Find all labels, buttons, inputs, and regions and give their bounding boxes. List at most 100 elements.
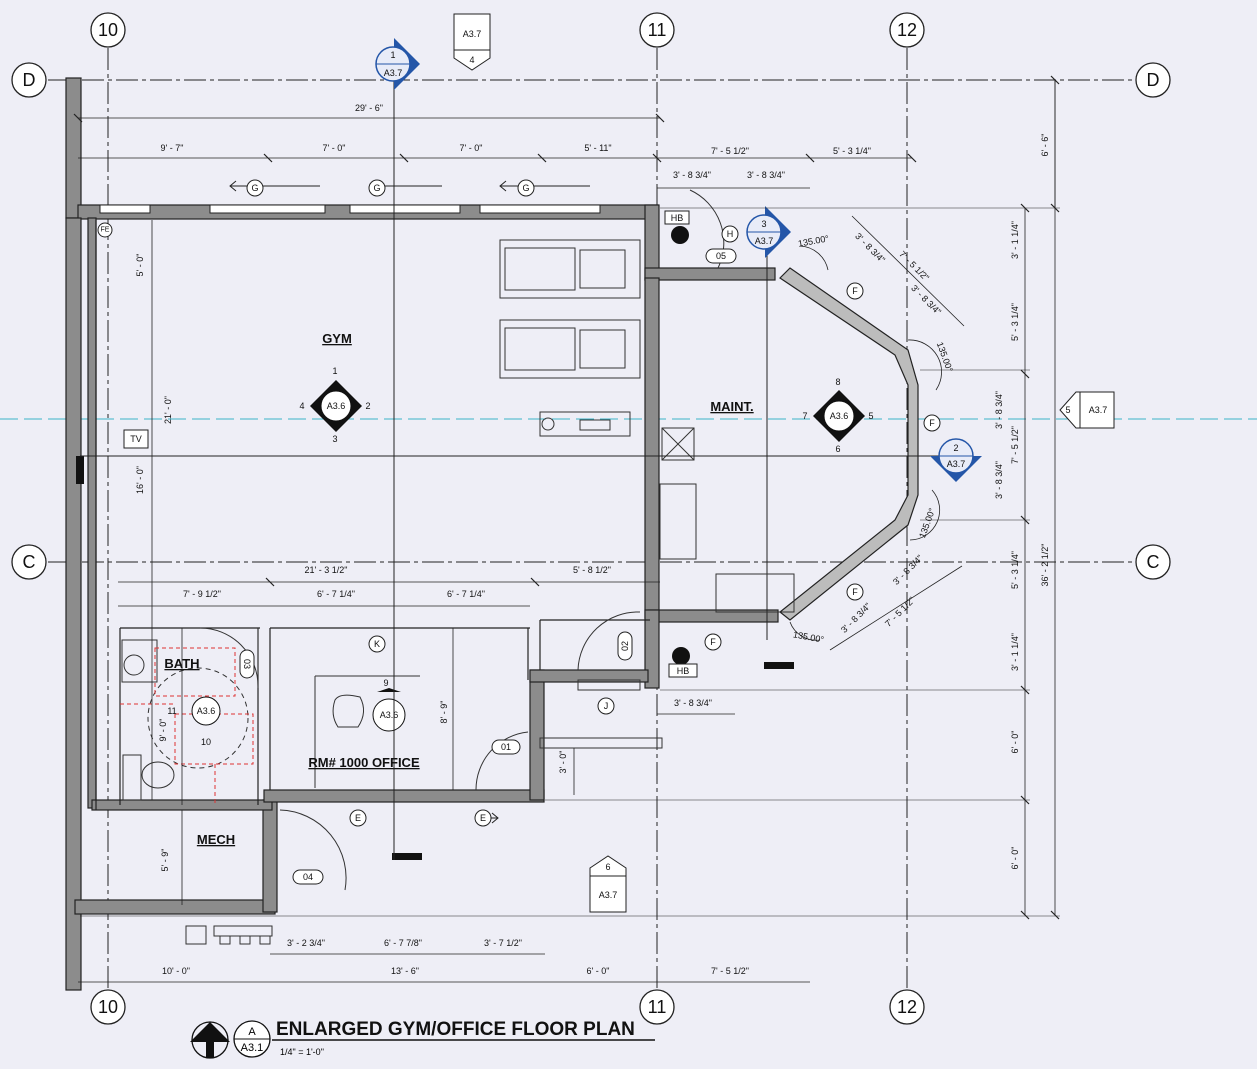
dim-bot-5: 13' - 6" (391, 966, 419, 976)
grid-bubble-top-11 (639, 12, 675, 48)
elevation-marker-4[interactable]: A3.7 4 (453, 13, 491, 71)
hose-bib-top: HB (664, 210, 690, 244)
section-marker-3[interactable]: 3 A3.7 (746, 206, 791, 640)
dim-office-height: 8' - 9" (439, 701, 449, 724)
dim-right-1: 6' - 6" (1040, 134, 1050, 157)
hose-bib-label: HB (677, 666, 690, 676)
elevation-sheet: A3.7 (599, 890, 618, 900)
equipment-tag-f: F (710, 637, 716, 647)
grid-label-right-d: D (1147, 70, 1160, 90)
elevation-num: 2 (365, 401, 370, 411)
grid-bubble-left-c (11, 544, 47, 580)
grid-label-bottom-12: 12 (897, 997, 917, 1017)
dim-top-1: 9' - 7" (161, 143, 184, 153)
elevation-num: 10 (201, 737, 211, 747)
plan-title: ENLARGED GYM/OFFICE FLOOR PLAN (276, 1019, 635, 1040)
dim-left-1: 5' - 0" (135, 254, 145, 277)
dimension-lines (78, 80, 1056, 983)
dim-mid-3: 7' - 9 1/2" (183, 589, 221, 599)
elevation-num: 5 (868, 411, 873, 421)
dim-right-total: 36' - 2 1/2" (1040, 544, 1050, 587)
dim-mid-5: 6' - 7 1/4" (447, 589, 485, 599)
dim-right-5: 7' - 5 1/2" (1010, 426, 1020, 464)
grid-label-right-c: C (1147, 552, 1160, 572)
door-tag-02: 02 (620, 641, 630, 651)
elevation-num: 3 (332, 434, 337, 444)
dim-mid-1: 21' - 3 1/2" (305, 565, 348, 575)
elevation-sheet-maint: A3.6 (830, 411, 849, 421)
hose-bib-bottom: HB (668, 647, 698, 678)
equipment-tag-g: G (522, 183, 529, 193)
dim-overall-top: 29' - 6" (355, 103, 383, 113)
fire-extinguisher-tag: FE (101, 227, 110, 234)
dim-left-5: 5' - 9" (160, 849, 170, 872)
wall-fixture (76, 456, 84, 484)
hose-bib-label: HB (671, 213, 684, 223)
elevation-marker-maint[interactable]: A3.6 5 6 7 8 (802, 377, 873, 454)
dim-right-9: 6' - 0" (1010, 731, 1020, 754)
bathroom-fixtures (121, 639, 249, 801)
room-label-office: RM# 1000 OFFICE (308, 755, 420, 770)
section-number: 2 (953, 443, 958, 453)
grid-bubble-top-10 (90, 12, 126, 48)
dim-right-8: 3' - 1 1/4" (1010, 633, 1020, 671)
dim-right-10: 6' - 0" (1010, 847, 1020, 870)
dim-top-2: 7' - 0" (323, 143, 346, 153)
section-marker-2[interactable]: 2 A3.7 (80, 438, 982, 482)
grid-label-left-d: D (23, 70, 36, 90)
door-tag-03: 03 (242, 659, 252, 669)
dim-bot-2: 6' - 7 7/8" (384, 938, 422, 948)
grid-label-left-c: C (23, 552, 36, 572)
grid-label-top-10: 10 (98, 20, 118, 40)
elevation-marker-6[interactable]: 6 A3.7 (589, 855, 627, 913)
section-sheet: A3.7 (947, 459, 966, 469)
elevation-num: 8 (835, 377, 840, 387)
dim-bot-3: 3' - 7 1/2" (484, 938, 522, 948)
dim-right-7: 5' - 3 1/4" (1010, 551, 1020, 589)
exercise-bike (539, 411, 631, 437)
grid-bubble-bottom-11 (639, 989, 675, 1025)
room-label-maint: MAINT. (710, 399, 753, 414)
room-label-mech: MECH (197, 832, 235, 847)
equipment-tag-g: G (251, 183, 258, 193)
grid-bubble-bottom-12 (889, 989, 925, 1025)
elevation-sheet-gym: A3.6 (327, 401, 346, 411)
elevation-num: 6 (605, 862, 610, 872)
section-sheet: A3.7 (755, 236, 774, 246)
dim-top-5: 7' - 5 1/2" (711, 146, 749, 156)
elevation-marker-gym[interactable]: A3.6 1 2 3 4 (299, 366, 370, 444)
grid-bubble-right-d (1135, 62, 1171, 98)
dim-right-6: 3' - 8 3/4" (994, 461, 1004, 499)
section-number: 1 (390, 50, 395, 60)
equipment-tag-f: F (852, 587, 858, 597)
dim-door-height: 3' - 0" (558, 751, 568, 774)
dim-left-3: 16' - 0" (135, 466, 145, 494)
elevation-marker-office[interactable]: A3.6 9 (372, 678, 406, 732)
dim-left-2: 21' - 0" (163, 396, 173, 424)
elevation-num: 7 (802, 411, 807, 421)
grid-bubble-right-c (1135, 544, 1171, 580)
section-marker-1[interactable]: 1 A3.7 (375, 38, 420, 860)
equipment-tag-j: J (604, 701, 609, 711)
dim-top-6: 5' - 3 1/4" (833, 146, 871, 156)
elevation-marker-5[interactable]: 5 A3.7 (1059, 391, 1115, 429)
equipment-tag-k: K (374, 639, 380, 649)
elevation-num: 4 (299, 401, 304, 411)
elevation-num: 1 (332, 366, 337, 376)
elevation-num: 4 (469, 55, 474, 65)
dim-top-7: 3' - 8 3/4" (673, 170, 711, 180)
dim-top-4: 5' - 11" (584, 143, 611, 153)
elevation-marker-bath[interactable]: A3.6 10 11 (167, 686, 221, 747)
dim-bot-6: 6' - 0" (587, 966, 610, 976)
section-sheet: A3.7 (384, 68, 403, 78)
elevation-sheet-bath: A3.6 (197, 706, 216, 716)
equipment-tag-f: F (929, 418, 935, 428)
grid-bubble-left-d (11, 62, 47, 98)
elevation-sheet: A3.7 (463, 29, 482, 39)
equipment-tag-h: H (727, 229, 734, 239)
elevation-num: 11 (167, 706, 176, 716)
equipment-tag-e: E (480, 813, 486, 823)
treadmills (499, 239, 641, 379)
title-block: A A3.1 ENLARGED GYM/OFFICE FLOOR PLAN 1/… (190, 1019, 655, 1059)
